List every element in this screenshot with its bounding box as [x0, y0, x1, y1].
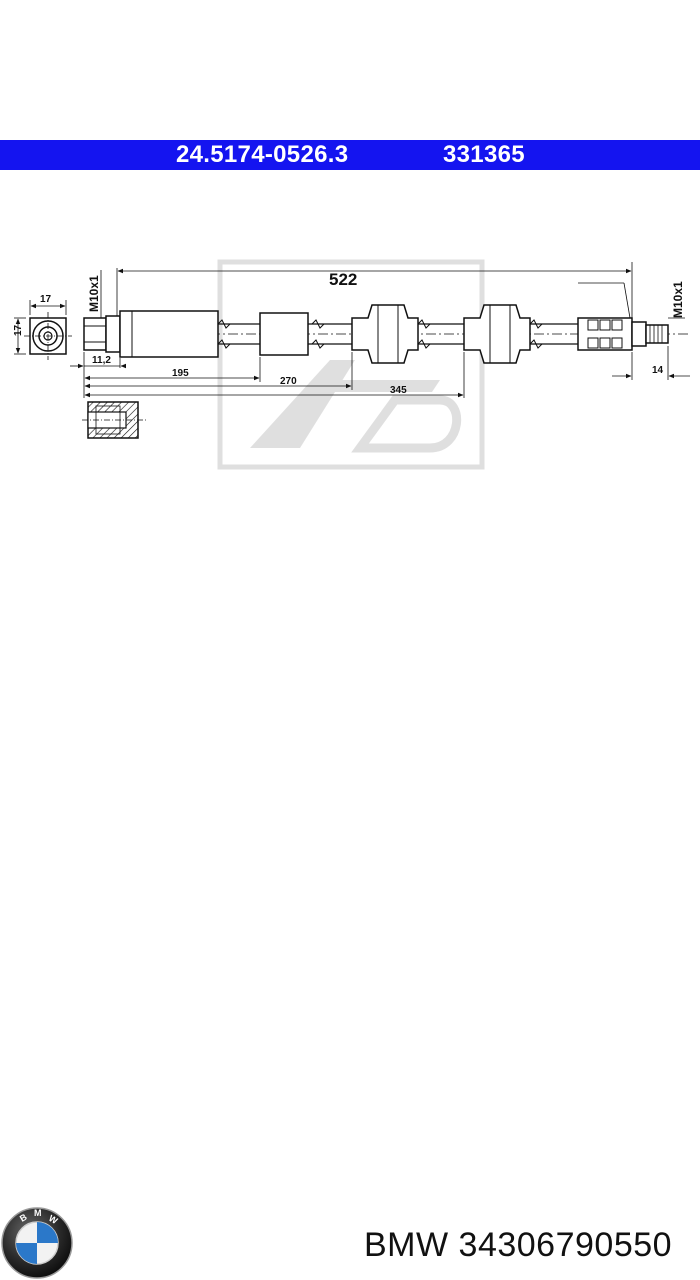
- ate-watermark-icon: [217, 259, 485, 470]
- thread-left-label: M10x1: [87, 275, 101, 312]
- protective-sleeve: [259, 312, 309, 356]
- fitting-section-detail: [82, 401, 146, 439]
- hex-length-label: 11,2: [92, 355, 111, 366]
- dim-270-label: 270: [280, 376, 297, 387]
- fitting-width-label: 17: [40, 294, 52, 305]
- bmw-roundel-icon: B M W: [1, 1207, 73, 1279]
- dim-14-label: 14: [652, 365, 664, 376]
- svg-text:M: M: [34, 1208, 42, 1218]
- footer: B M W BMW 34306790550: [0, 600, 700, 1279]
- dimension-hex-length: 11,2: [70, 352, 127, 398]
- technical-drawing: 17 17 522 M10x1 M10x1: [13, 259, 690, 470]
- dimension-270: 270: [84, 352, 353, 390]
- right-fitting: [577, 282, 685, 351]
- part-number: 24.5174-0526.3: [176, 141, 349, 168]
- hose-clamp-1: [351, 304, 419, 364]
- dimension-195: 195: [84, 357, 261, 382]
- brand-and-oem: BMW 34306790550: [364, 1226, 672, 1265]
- fitting-end-view: 17 17: [13, 294, 72, 360]
- brand-label: BMW: [364, 1226, 449, 1264]
- dim-195-label: 195: [172, 368, 189, 379]
- dim-345-label: 345: [390, 385, 407, 396]
- total-length-label: 522: [329, 270, 357, 289]
- left-fitting: [83, 310, 219, 358]
- dimension-14: 14: [612, 346, 690, 380]
- hose-clamp-2: [463, 304, 531, 364]
- thread-right-label: M10x1: [671, 281, 685, 318]
- header-banner: 24.5174-0526.3 331365: [0, 140, 700, 170]
- fitting-height-label: 17: [13, 324, 24, 336]
- total-length-dimension: 522: [116, 262, 633, 320]
- reference-number: 331365: [443, 141, 525, 168]
- oem-number: 34306790550: [458, 1226, 673, 1264]
- dimension-345: 345: [84, 352, 465, 398]
